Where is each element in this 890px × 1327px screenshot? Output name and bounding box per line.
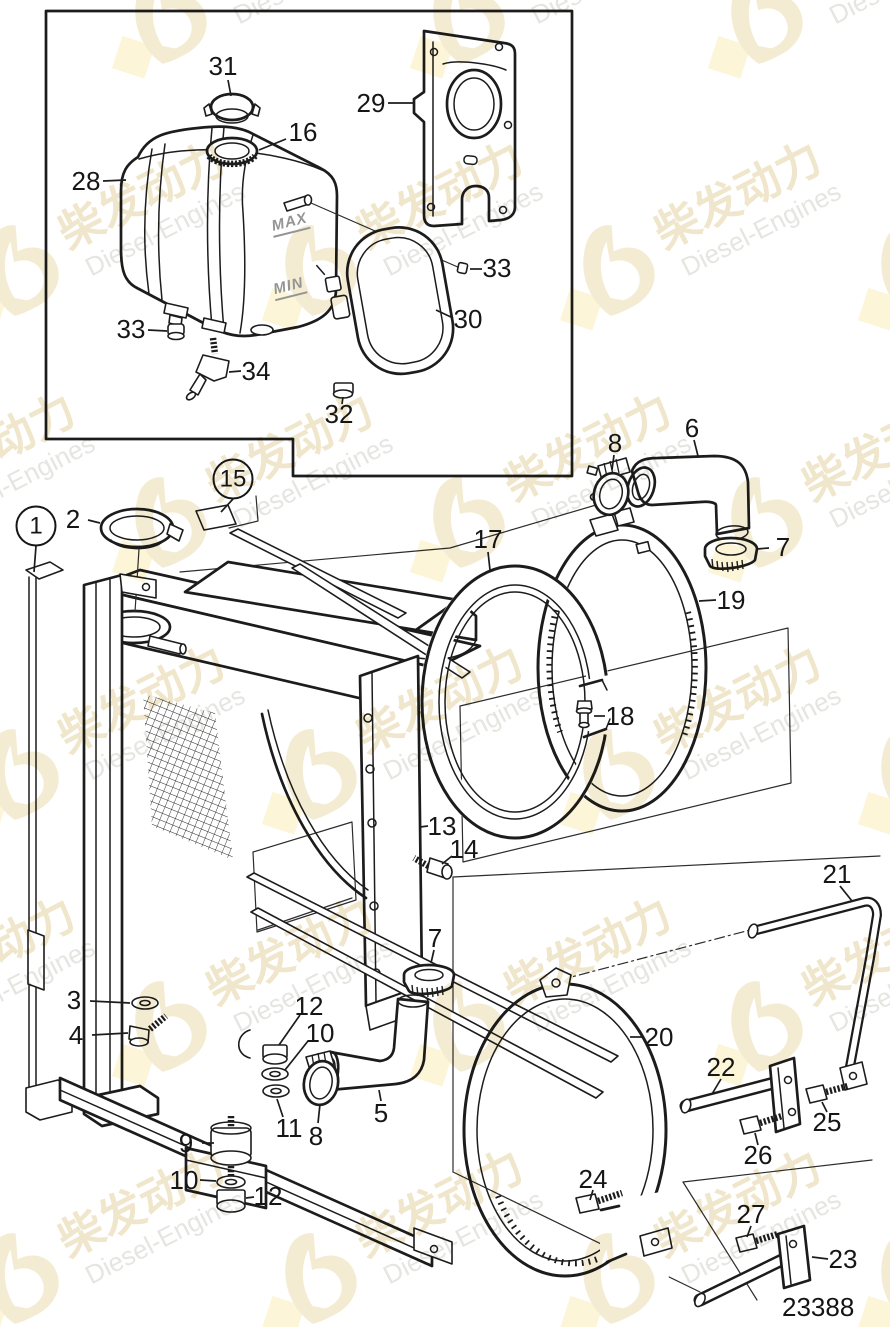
part-callout-27: 27 xyxy=(736,1199,766,1229)
watermark-stamp xyxy=(828,626,890,847)
watermark-stamp xyxy=(232,1130,548,1327)
part-callout-26: 26 xyxy=(743,1140,773,1170)
part-callout-8a: 8 xyxy=(607,428,623,458)
bolt-18 xyxy=(575,700,593,729)
part-callout-16: 16 xyxy=(288,117,318,147)
part-callout-31: 31 xyxy=(208,51,238,81)
grommet-33-left xyxy=(167,323,185,341)
part-callout-33a: 33 xyxy=(482,253,512,283)
nut-12-upper xyxy=(262,1044,288,1065)
part-callout-25: 25 xyxy=(812,1107,842,1137)
part-callout-6: 6 xyxy=(684,413,700,443)
part-callout-5: 5 xyxy=(373,1098,389,1128)
watermark-stamp xyxy=(530,122,846,343)
part-callout-20: 20 xyxy=(644,1022,674,1052)
drawing-number: 23388 xyxy=(782,1292,855,1322)
part-callout-10b: 10 xyxy=(169,1165,199,1195)
part-callout-32: 32 xyxy=(324,399,354,429)
part-callout-17: 17 xyxy=(473,524,503,554)
drain-valve-34 xyxy=(185,337,230,401)
part-callout-15: 15 xyxy=(212,458,254,500)
threaded-fitting-7-lower xyxy=(402,963,456,998)
watermark-stamp xyxy=(530,626,846,847)
part-callout-4: 4 xyxy=(68,1020,84,1050)
part-callout-19: 19 xyxy=(716,585,746,615)
part-callout-2: 2 xyxy=(65,504,81,534)
part-callout-18: 18 xyxy=(605,701,635,731)
watermark-stamp xyxy=(0,0,100,91)
bolt-24 xyxy=(575,1189,624,1214)
part-callout-30: 30 xyxy=(453,304,483,334)
part-callout-28: 28 xyxy=(71,166,101,196)
part-callout-3: 3 xyxy=(66,985,82,1015)
watermark-stamp xyxy=(82,0,398,91)
hose-clamp-8-lower xyxy=(302,1050,340,1107)
part-callout-12a: 12 xyxy=(294,991,324,1021)
part-callout-21: 21 xyxy=(822,859,852,889)
part-callout-34: 34 xyxy=(241,356,271,386)
part-callout-29: 29 xyxy=(356,88,386,118)
radiator-1 xyxy=(25,507,482,1268)
watermark-stamp xyxy=(828,122,890,343)
part-callout-23: 23 xyxy=(828,1244,858,1274)
part-callout-33b: 33 xyxy=(116,314,146,344)
pin-33-right xyxy=(456,261,469,275)
tank-cap-31 xyxy=(203,92,261,124)
stay-rod-21 xyxy=(747,896,882,1091)
part-callout-14: 14 xyxy=(449,834,479,864)
spacer-22 xyxy=(679,1056,802,1134)
spacer-23 xyxy=(693,1224,812,1308)
bolt-26 xyxy=(739,1112,783,1135)
part-callout-22: 22 xyxy=(706,1052,736,1082)
part-callout-7b: 7 xyxy=(427,923,443,953)
part-callout-1: 1 xyxy=(15,505,57,547)
watermark-stamp xyxy=(678,0,890,91)
part-callout-13: 13 xyxy=(427,811,457,841)
part-callout-8b: 8 xyxy=(308,1121,324,1151)
part-callout-11: 11 xyxy=(275,1113,303,1143)
part-callout-9: 9 xyxy=(178,1128,194,1158)
part-callout-7a: 7 xyxy=(775,532,791,562)
bolt-25 xyxy=(805,1082,849,1104)
watermark-stamp xyxy=(0,1130,250,1327)
part-callout-10a: 10 xyxy=(305,1018,335,1048)
part-callout-12b: 12 xyxy=(253,1181,283,1211)
part-callout-24: 24 xyxy=(578,1164,608,1194)
